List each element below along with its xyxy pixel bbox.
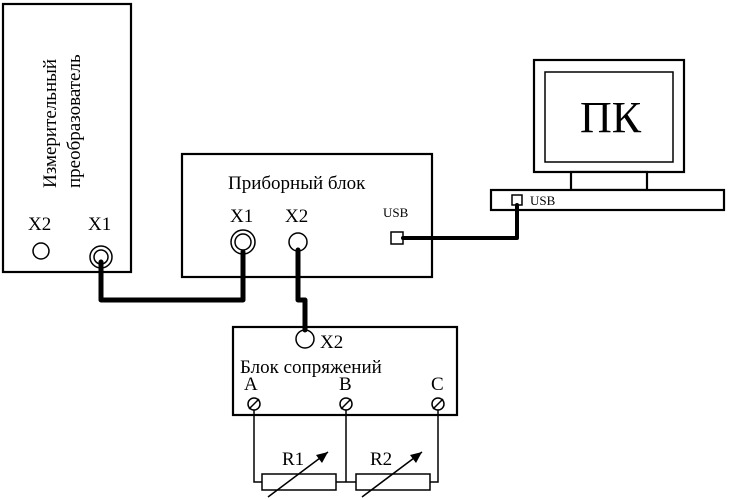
pc-monitor xyxy=(532,58,686,174)
terminal-c-label: C xyxy=(431,374,444,395)
transducer-label-line2: преобразователь xyxy=(64,54,85,188)
cable-transducer-to-instrument xyxy=(98,249,246,303)
wire-terminal-c xyxy=(430,410,439,483)
instrument-port-usb-label: USB xyxy=(383,205,409,220)
pc-usb-label: USB xyxy=(530,193,556,208)
resistor-r1-body xyxy=(261,473,337,491)
terminal-b-label: B xyxy=(339,374,352,395)
interface-block-box xyxy=(231,325,459,417)
transducer-port-x2-label: X2 xyxy=(28,214,51,235)
resistor-r2-adjust-arrow xyxy=(361,451,423,498)
resistor-r2-label: R2 xyxy=(370,449,392,470)
instrument-block-label: Приборный блок xyxy=(228,173,366,194)
transducer-port-x2-connector xyxy=(32,242,50,260)
pc-screen xyxy=(544,71,674,163)
cable-instrument-to-interface xyxy=(295,247,308,333)
resistor-r2-body xyxy=(355,473,431,491)
interface-port-x2-label: X2 xyxy=(320,332,343,353)
interface-block-label: Блок сопряжений xyxy=(240,357,382,378)
measuring-transducer-box xyxy=(1,2,133,274)
instrument-port-x1-label: X1 xyxy=(230,206,253,227)
resistor-r1: R1 xyxy=(261,449,337,498)
measuring-transducer: Измерительный преобразователь X2 X1 xyxy=(1,2,133,274)
resistor-r2-arrow-head xyxy=(410,452,422,463)
resistor-r1-arrow-head xyxy=(316,452,328,463)
pc-system-unit xyxy=(489,188,726,212)
instrument-block-box xyxy=(180,152,434,279)
transducer-label-line1: Измерительный xyxy=(40,59,61,188)
pc-stand xyxy=(569,170,649,192)
instrument-block: Приборный блок X1 X2 USB xyxy=(180,152,434,279)
wire-terminal-a xyxy=(253,410,262,483)
resistor-r2: R2 xyxy=(355,449,431,498)
resistor-r1-adjust-arrow xyxy=(267,451,329,498)
pc-label: ПК xyxy=(580,93,642,142)
transducer-port-x1-label: X1 xyxy=(88,214,111,235)
resistor-r1-label: R1 xyxy=(282,449,304,470)
interface-block: X2 Блок сопряжений A B C xyxy=(231,325,459,417)
terminal-a-label: A xyxy=(244,374,258,395)
cable-usb-instrument-to-pc xyxy=(401,203,519,240)
instrument-port-x2-label: X2 xyxy=(285,206,308,227)
pc: ПК USB xyxy=(489,58,726,212)
